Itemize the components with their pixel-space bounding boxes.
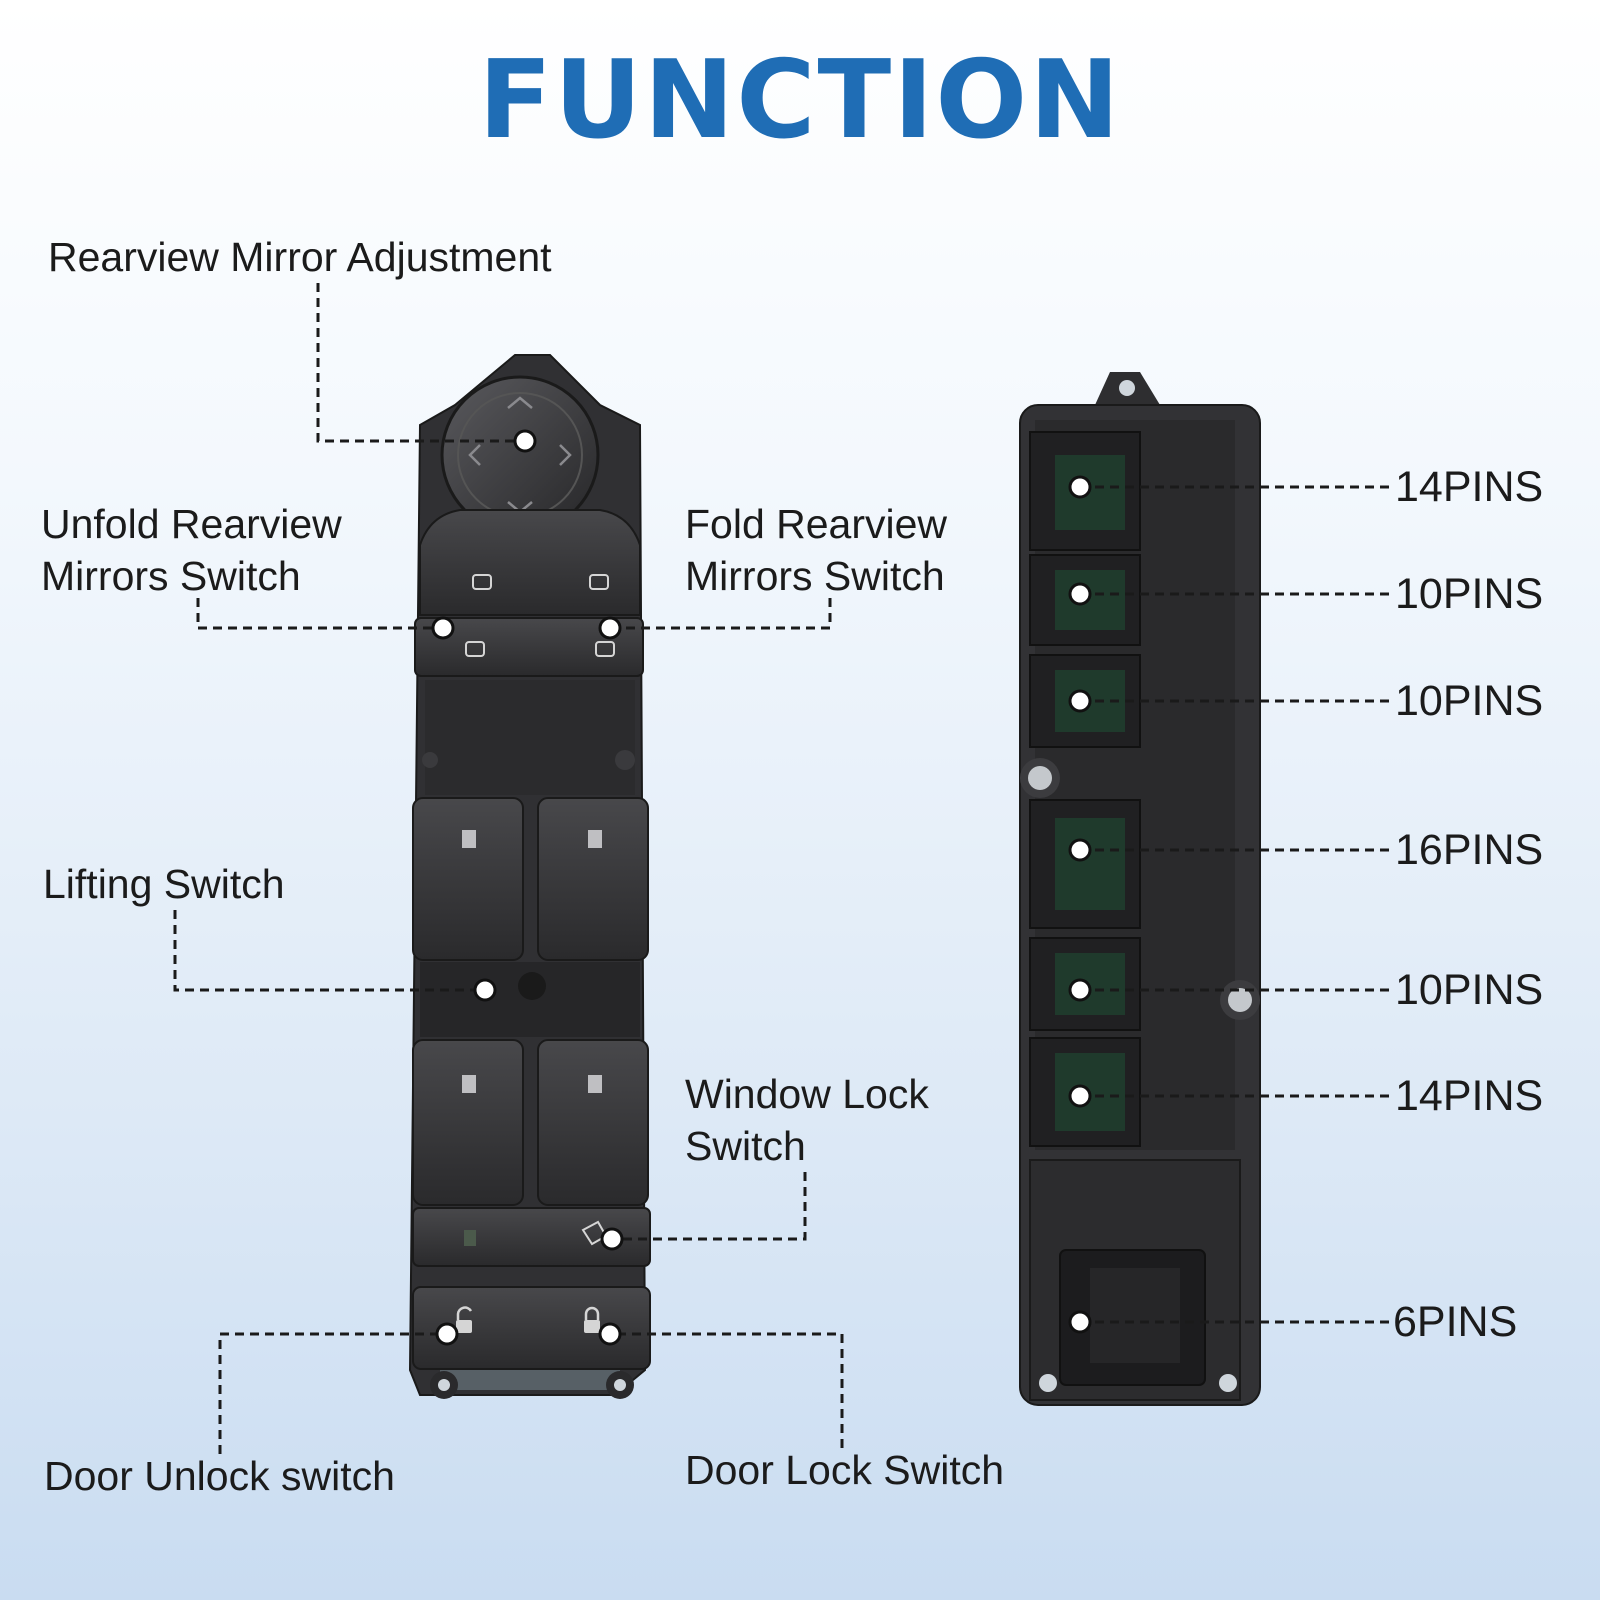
connector-label: 16PINS (1395, 826, 1544, 874)
window-switch-front-left (412, 797, 524, 961)
connector-label: 6PINS (1393, 1298, 1518, 1346)
label-rearview-mirror-adjustment: Rearview Mirror Adjustment (48, 234, 552, 280)
unlock-icon (456, 1306, 473, 1333)
connector-label: 10PINS (1395, 966, 1544, 1014)
mirror-fold-icon (589, 574, 609, 590)
lock-icon (584, 1306, 600, 1333)
screw-icon (1028, 766, 1052, 790)
back-connector-panel (1019, 372, 1261, 1406)
label-unfold-line2: Mirrors Switch (41, 553, 301, 599)
front-switch-panel (408, 354, 651, 1399)
label-window-lock-line2: Switch (685, 1123, 806, 1169)
connector-label: 10PINS (1395, 677, 1544, 725)
chevron-right-icon (559, 444, 572, 466)
connector-label: 10PINS (1395, 570, 1544, 618)
window-switch-rear-left (412, 1039, 524, 1206)
connector-block (1029, 1037, 1141, 1147)
chevron-left-icon (468, 444, 481, 466)
label-fold-line1: Fold Rearview (685, 501, 948, 547)
window-lock-button (412, 1207, 651, 1267)
label-fold-line2: Mirrors Switch (685, 553, 945, 599)
label-lifting-switch: Lifting Switch (43, 861, 285, 907)
mirror-fold-arrow-icon (595, 641, 615, 657)
label-window-lock-line1: Window Lock (685, 1071, 929, 1117)
connector-label: 14PINS (1395, 1072, 1544, 1120)
mirror-unfold-arrow-icon (465, 641, 485, 657)
page-title: FUNCTION (478, 38, 1122, 163)
connector-label: 14PINS (1395, 463, 1544, 511)
window-switch-front-right (537, 797, 649, 961)
window-switch-rear-right (537, 1039, 649, 1206)
label-unfold-line1: Unfold Rearview (41, 501, 342, 547)
connector-block (1029, 654, 1141, 748)
screw-icon (1228, 988, 1252, 1012)
connector-block (1029, 799, 1141, 929)
leader-lines (173, 283, 1395, 1454)
label-door-unlock-switch: Door Unlock switch (44, 1453, 395, 1499)
label-door-lock-switch: Door Lock Switch (685, 1447, 1005, 1493)
mirror-unfold-icon (472, 574, 492, 590)
chevron-up-icon (507, 396, 533, 409)
callout-pointers (431, 429, 1092, 1346)
